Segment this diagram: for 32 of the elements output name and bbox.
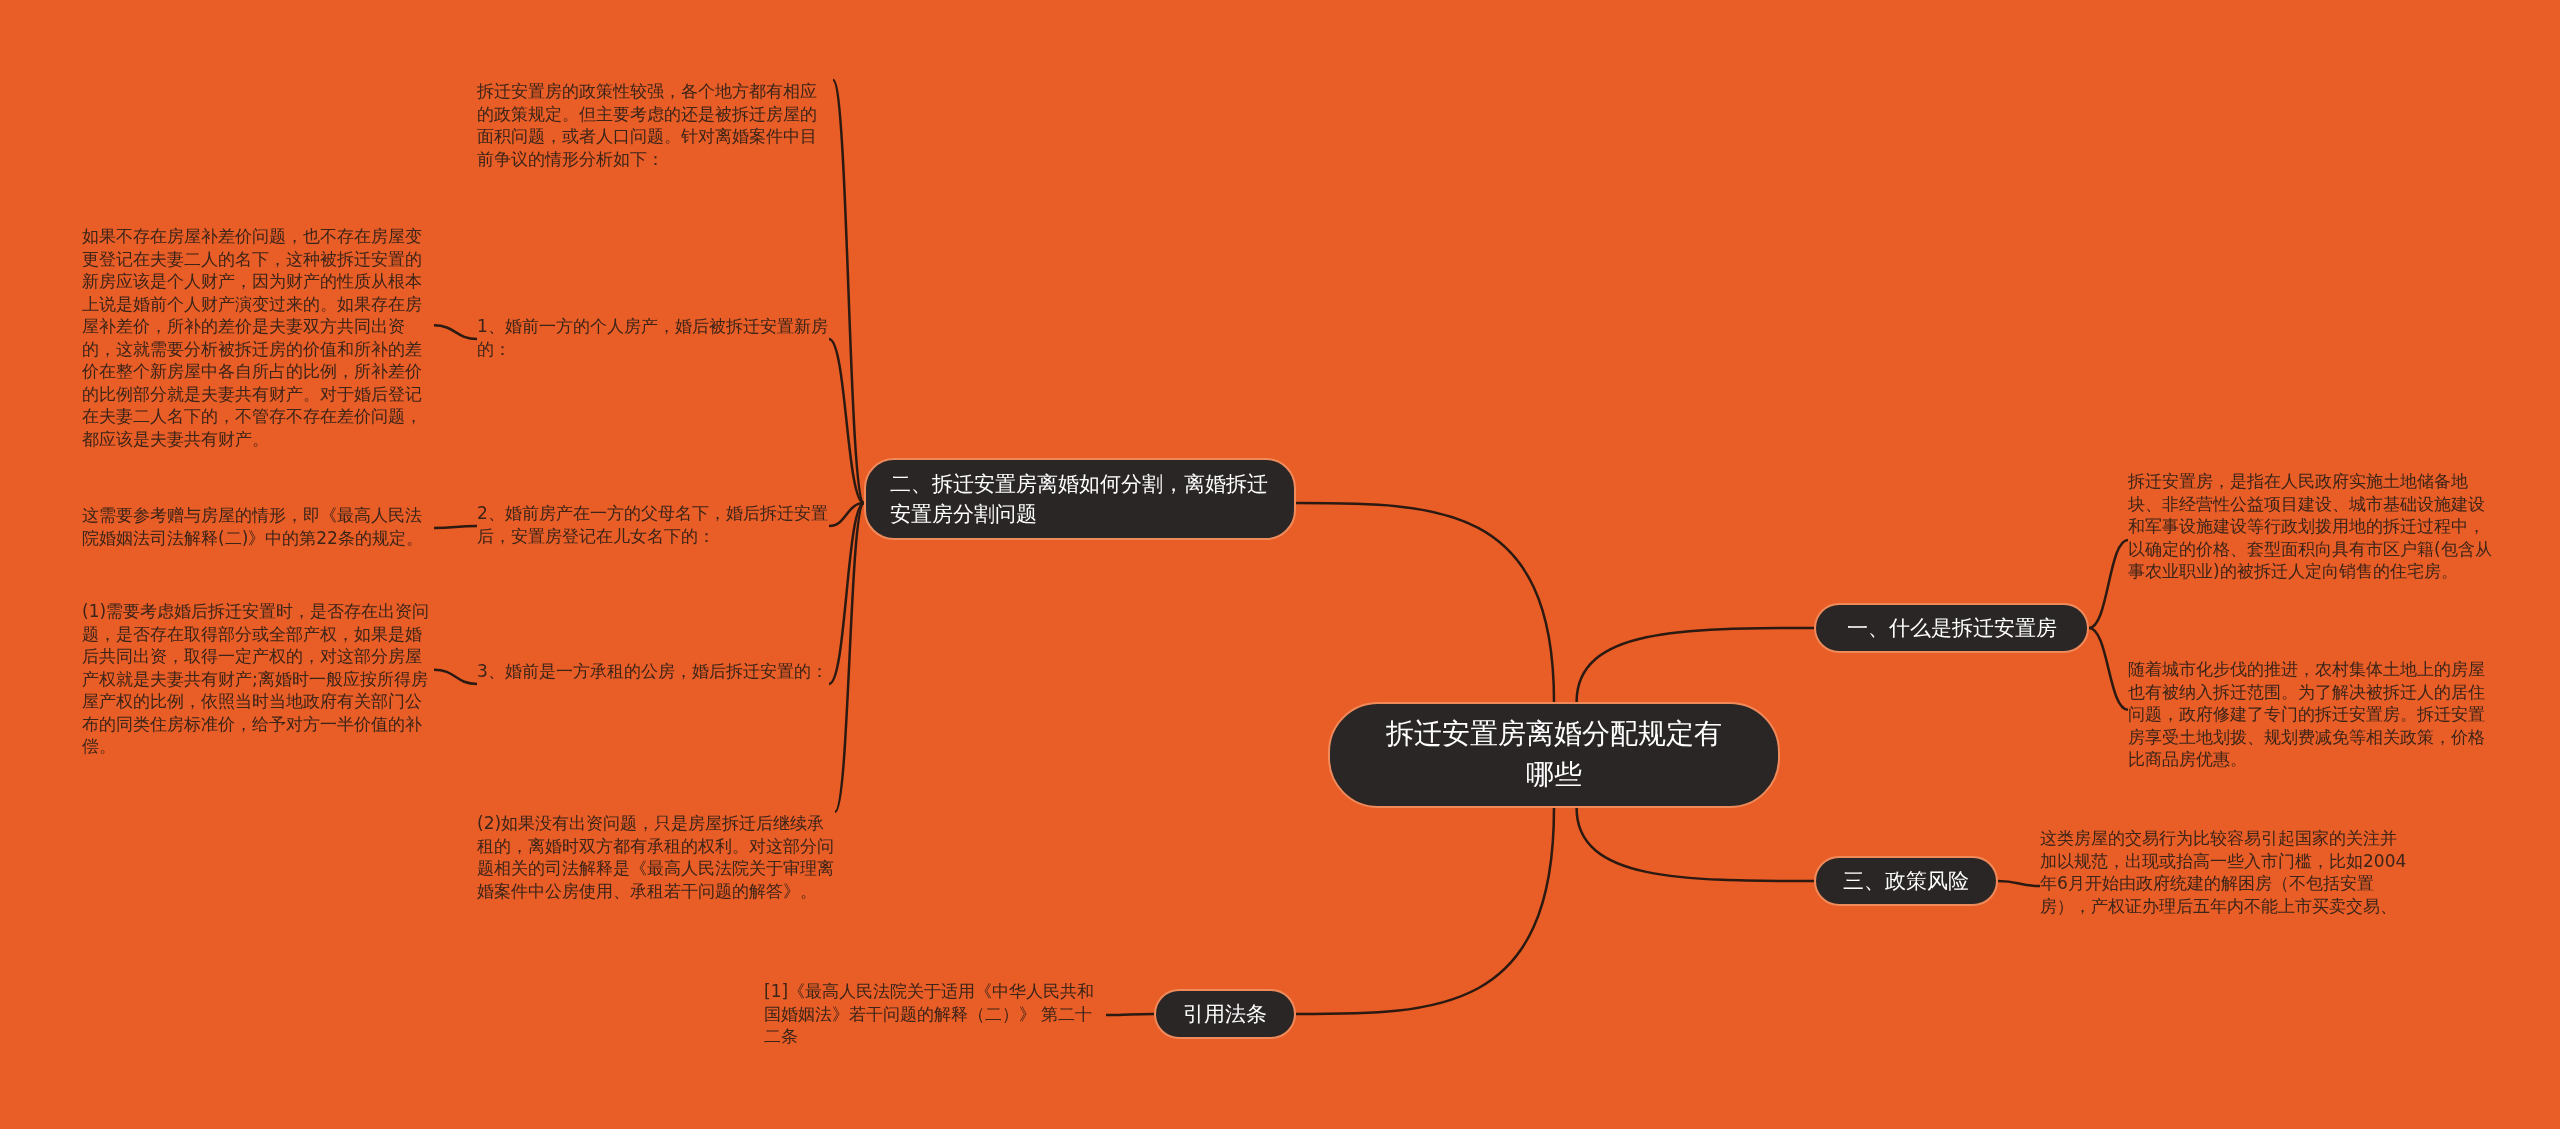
connector-line — [1575, 807, 1814, 883]
connector-line — [828, 502, 865, 685]
connector-line — [1106, 1012, 1154, 1017]
note-text: 这类房屋的交易行为比较容易引起国家的关注并加以规范，出现或抬高一些入市门槛，比如2004年6月开始由政府统建的解困房（不包括安置房），产权证办理后五年内不能上市买卖交易、 — [2040, 827, 2412, 917]
note-text: 拆迁安置房的政策性较强，各个地方都有相应的政策规定。但主要考虑的还是被拆迁房屋的面积问题，或者人口问题。针对离婚案件中目前争议的情形分析如下： — [477, 80, 833, 170]
connector-line — [434, 524, 477, 530]
connector-line — [1296, 807, 1556, 1016]
topic-box: 二、拆迁安置房离婚如何分割，离婚拆迁安置房分割问题 — [864, 458, 1296, 540]
note-text: 3、婚前是一方承租的公房，婚后拆迁安置的： — [477, 660, 829, 683]
note-text: [1]《最高人民法院关于适用《中华人民共和国婚姻法》若干问题的解释（二）》 第二十二条 — [764, 980, 1106, 1048]
connector-line — [831, 79, 866, 504]
topic-box: 一、什么是拆迁安置房 — [1814, 603, 2089, 653]
connector-line — [1575, 626, 1814, 703]
note-text: 1、婚前一方的个人房产，婚后被拆迁安置新房的： — [477, 315, 829, 360]
note-text: 这需要参考赠与房屋的情形，即《最高人民法院婚姻法司法解释(二)》中的第22条的规定。 — [82, 504, 434, 549]
note-text: (1)需要考虑婚后拆迁安置时，是否存在出资问题，是否存在取得部分或全部产权，如果是婚后共同出资，取得一定产权的，对这部分房屋产权就是夫妻共有财产;离婚时一般应按所得房屋产权的比例，依照当时当地政府有关部门公布的同类住房标准价，给予对方一半价值的补偿。 — [82, 600, 434, 758]
connector-line — [1296, 501, 1556, 703]
central-topic: 拆迁安置房离婚分配规定有哪些 — [1328, 702, 1780, 808]
note-text: 2、婚前房产在一方的父母名下，婚后拆迁安置后，安置房登记在儿女名下的： — [477, 502, 829, 547]
connector-line — [433, 324, 478, 341]
note-text: (2)如果没有出资问题，只是房屋拆迁后继续承租的，离婚时双方都有承租的权利。对这部分问题相关的司法解释是《最高人民法院关于审理离婚案件中公房使用、承租若干问题的解答》。 — [477, 812, 835, 902]
topic-box: 三、政策风险 — [1814, 856, 1998, 906]
note-text: 随着城市化步伐的推进，农村集体土地上的房屋也有被纳入拆迁范围。为了解决被拆迁人的居住问题，政府修建了专门的拆迁安置房。拆迁安置房享受土地划拨、规划费减免等相关政策，价格比商品房优惠。 — [2128, 658, 2496, 771]
topic-box: 引用法条 — [1154, 989, 1296, 1039]
connector-line — [833, 502, 866, 813]
connector-line — [1997, 879, 2041, 888]
connector-line — [2088, 626, 2129, 711]
connector-line — [828, 338, 865, 505]
note-text: 如果不存在房屋补差价问题，也不存在房屋变更登记在夫妻二人的名下，这种被拆迁安置的新房应该是个人财产，因为财产的性质从根本上说是婚前个人财产演变过来的。如果存在房屋补差价，所补的差价是夫妻双方共同出资的，这就需要分析被拆迁房的价值和所补的差价在整个新房屋中各自所占的比例，所补差价的比例部分就是夫妻共有财产。对于婚后登记在夫妻二人名下的，不管存不存在差价问题，都应该是夫妻共有财产。 — [82, 225, 434, 450]
connector-line — [2088, 538, 2129, 630]
connector-line — [433, 668, 478, 686]
note-text: 拆迁安置房，是指在人民政府实施土地储备地块、非经营性公益项目建设、城市基础设施建设和军事设施建设等行政划拨用地的拆迁过程中，以确定的价格、套型面积向具有市区户籍(包含从事农业职业)的被拆迁人定向销售的住宅房。 — [2128, 470, 2496, 583]
